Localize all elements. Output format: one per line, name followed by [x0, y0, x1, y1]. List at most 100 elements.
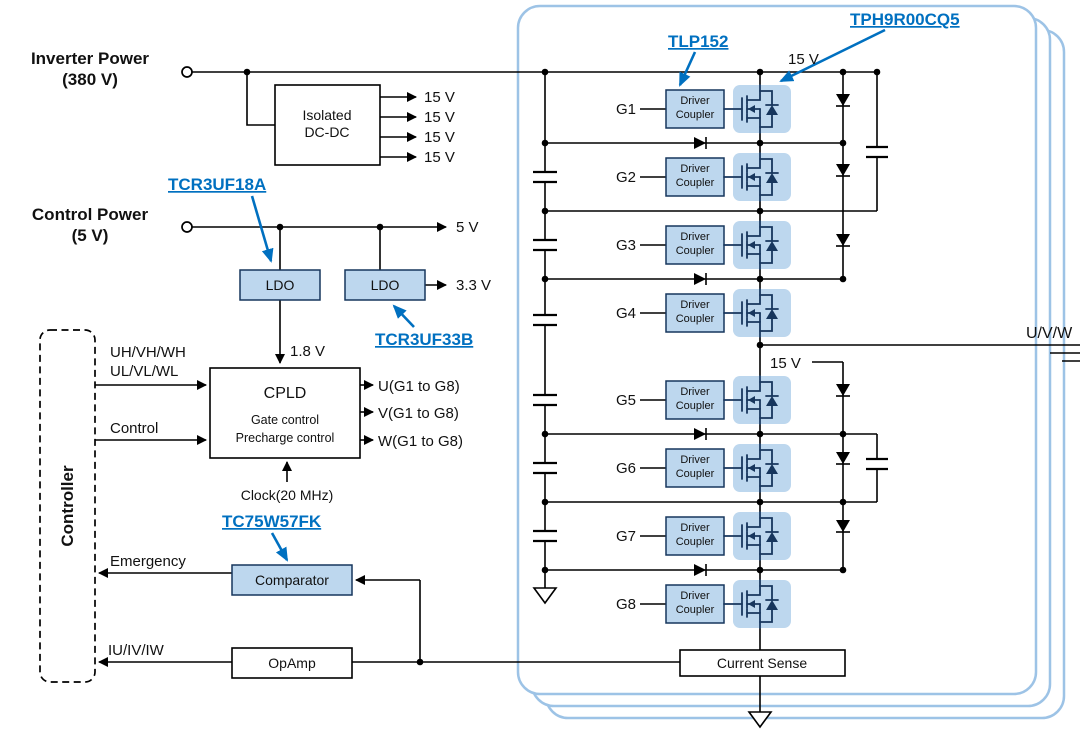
driver-coupler-box	[665, 293, 725, 333]
control-power-voltage: (5 V)	[72, 226, 109, 245]
ground-icon	[747, 711, 773, 729]
passive-symbols	[181, 66, 888, 729]
cpld-box	[209, 367, 361, 459]
coupler-label: Coupler	[676, 604, 715, 616]
capacitor-bank	[533, 170, 557, 543]
driver-label: Driver	[680, 95, 710, 107]
cpld-title: CPLD	[264, 385, 307, 402]
phase-panel-front	[516, 4, 1038, 696]
gate-driver-stages: DriverCouplerG1DriverCouplerG2DriverCoup…	[616, 84, 791, 629]
part-tlp152: TLP152	[668, 32, 728, 51]
driver-coupler-box	[665, 584, 725, 624]
part-tcr3uf33b: TCR3UF33B	[375, 330, 473, 349]
gate-label: G5	[616, 392, 636, 409]
controller-label: Controller	[58, 465, 77, 547]
current-feedback-label: IU/IV/IW	[108, 642, 165, 659]
driver-coupler-box	[665, 516, 725, 556]
bootstrap-capacitors	[866, 145, 888, 471]
inverter-power-label: Inverter Power	[31, 49, 149, 68]
opamp-label: OpAmp	[268, 655, 316, 671]
dcdc-label-line1: Isolated	[302, 107, 351, 123]
component-boxes	[39, 84, 846, 683]
coupler-label: Coupler	[676, 245, 715, 257]
ldo-33-label: LDO	[371, 277, 400, 293]
driver-coupler-box	[665, 157, 725, 197]
rail-15v-label: 15 V	[424, 89, 455, 106]
coupler-label: Coupler	[676, 109, 715, 121]
coupler-label: Coupler	[676, 313, 715, 325]
rail-1v8-label: 1.8 V	[290, 343, 325, 360]
emergency-label: Emergency	[110, 553, 186, 570]
controller-box	[39, 329, 96, 683]
ldo-18-label: LDO	[266, 277, 295, 293]
cpld-input-control: Control	[110, 420, 158, 437]
rail-5v-label: 5 V	[456, 219, 479, 236]
coupler-label: Coupler	[676, 400, 715, 412]
clock-label: Clock(20 MHz)	[241, 487, 334, 503]
callout-arrows	[250, 28, 886, 562]
driver-coupler-box	[665, 225, 725, 265]
junction-dots	[243, 68, 881, 666]
text-labels: Inverter Power (380 V) Control Power (5 …	[31, 10, 1073, 671]
comparator-box	[231, 564, 353, 596]
part-tph9r00cq5: TPH9R00CQ5	[850, 10, 960, 29]
inverter-power-voltage: (380 V)	[62, 70, 118, 89]
driver-label: Driver	[680, 590, 710, 602]
driver-coupler-box	[665, 380, 725, 420]
bootstrap-15v-top: 15 V	[788, 51, 819, 68]
cpld-output-v: V(G1 to G8)	[378, 405, 459, 422]
part-tcr3uf18a: TCR3UF18A	[168, 175, 266, 194]
ground-icon	[532, 587, 558, 605]
dcdc-label-line2: DC-DC	[304, 124, 349, 140]
rail-3v3-label: 3.3 V	[456, 277, 491, 294]
ldo-18-box	[239, 269, 321, 301]
driver-label: Driver	[680, 454, 710, 466]
driver-label: Driver	[680, 522, 710, 534]
cpld-output-w: W(G1 to G8)	[378, 433, 463, 450]
link-diodes	[694, 137, 707, 576]
driver-coupler-box	[665, 448, 725, 488]
control-power-label: Control Power	[32, 205, 149, 224]
gate-label: G1	[616, 101, 636, 118]
gate-label: G3	[616, 237, 636, 254]
rail-15v-label: 15 V	[424, 149, 455, 166]
cpld-line2: Gate control	[251, 413, 319, 427]
rail-15v-label: 15 V	[424, 109, 455, 126]
gate-label: G4	[616, 305, 636, 322]
cpld-input-pwm-high: UH/VH/WH	[110, 344, 186, 361]
coupler-label: Coupler	[676, 177, 715, 189]
phase-output-label: U/V/W	[1026, 325, 1073, 342]
cpld-input-pwm-low: UL/VL/WL	[110, 363, 178, 380]
current-sense-label: Current Sense	[717, 655, 807, 671]
bootstrap-diodes	[836, 94, 850, 533]
driver-label: Driver	[680, 299, 710, 311]
gate-label: G2	[616, 169, 636, 186]
current-sense-box	[679, 649, 846, 677]
bootstrap-15v-mid: 15 V	[770, 355, 801, 372]
coupler-label: Coupler	[676, 468, 715, 480]
gate-label: G6	[616, 460, 636, 477]
driver-coupler-box	[665, 89, 725, 129]
control-power-terminal	[181, 221, 193, 233]
comparator-label: Comparator	[255, 572, 329, 588]
driver-label: Driver	[680, 163, 710, 175]
isolated-dcdc-box	[274, 84, 381, 166]
ldo-33-box	[344, 269, 426, 301]
cpld-output-u: U(G1 to G8)	[378, 378, 460, 395]
opamp-box	[231, 647, 353, 679]
driver-label: Driver	[680, 231, 710, 243]
inverter-power-terminal	[181, 66, 193, 78]
gate-label: G7	[616, 528, 636, 545]
driver-label: Driver	[680, 386, 710, 398]
coupler-label: Coupler	[676, 536, 715, 548]
